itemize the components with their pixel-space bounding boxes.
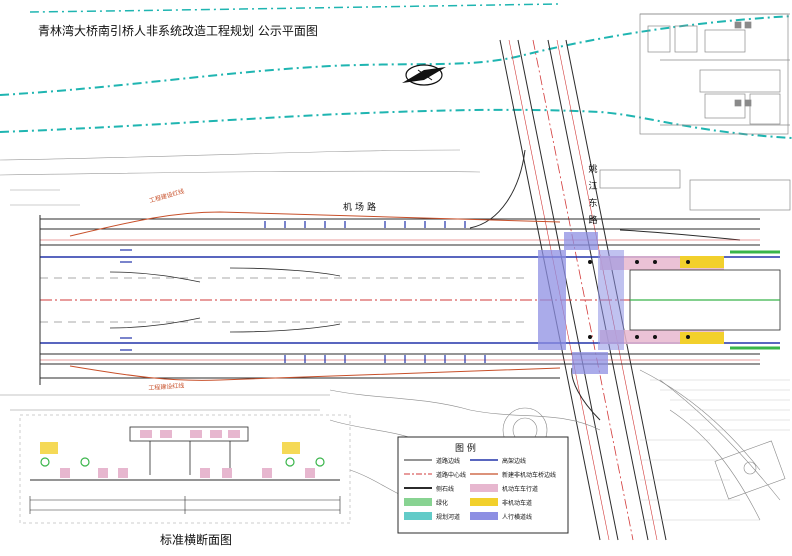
legend-item: 机动车车行道 [502,486,539,493]
parcel-lines-top-left [0,149,481,206]
legend-item: 道路中心线 [436,472,467,479]
lane-marks [120,221,486,363]
section-title: 标准横断面图 [160,533,233,547]
bridge-piers [588,260,690,339]
legend-item: 侧石线 [436,486,455,493]
intersection-curves [469,149,741,421]
legend-item: 规划河道 [436,514,461,521]
crosswalks [538,232,624,374]
construction-redline [69,211,561,381]
legend-item: 高架边线 [502,458,527,465]
north-arrow-icon [402,64,446,86]
cross-section [19,414,351,524]
legend-frame [397,436,569,534]
yaojiang-road-label: 姚江东路 [588,165,598,226]
airport-road-label: 机场路 [343,203,380,213]
legend-item: 人行横道线 [502,514,533,521]
river [0,3,792,139]
page-title: 青林湾大桥南引桥人非系统改造工程规划 公示平面图 [38,24,318,38]
legend-item: 非机动车道 [502,500,533,507]
legend-title: 图 例 [455,444,476,454]
legend-item: 道路边线 [436,458,461,465]
park-terrain [0,369,786,521]
buildings-top-right [599,13,791,211]
legend-item: 绿化 [436,500,449,507]
park-hatch [640,379,790,521]
non-motor-lanes [600,250,781,350]
legend-item: 新建非机动车桥边线 [502,472,557,479]
ramp-lines [109,267,341,333]
